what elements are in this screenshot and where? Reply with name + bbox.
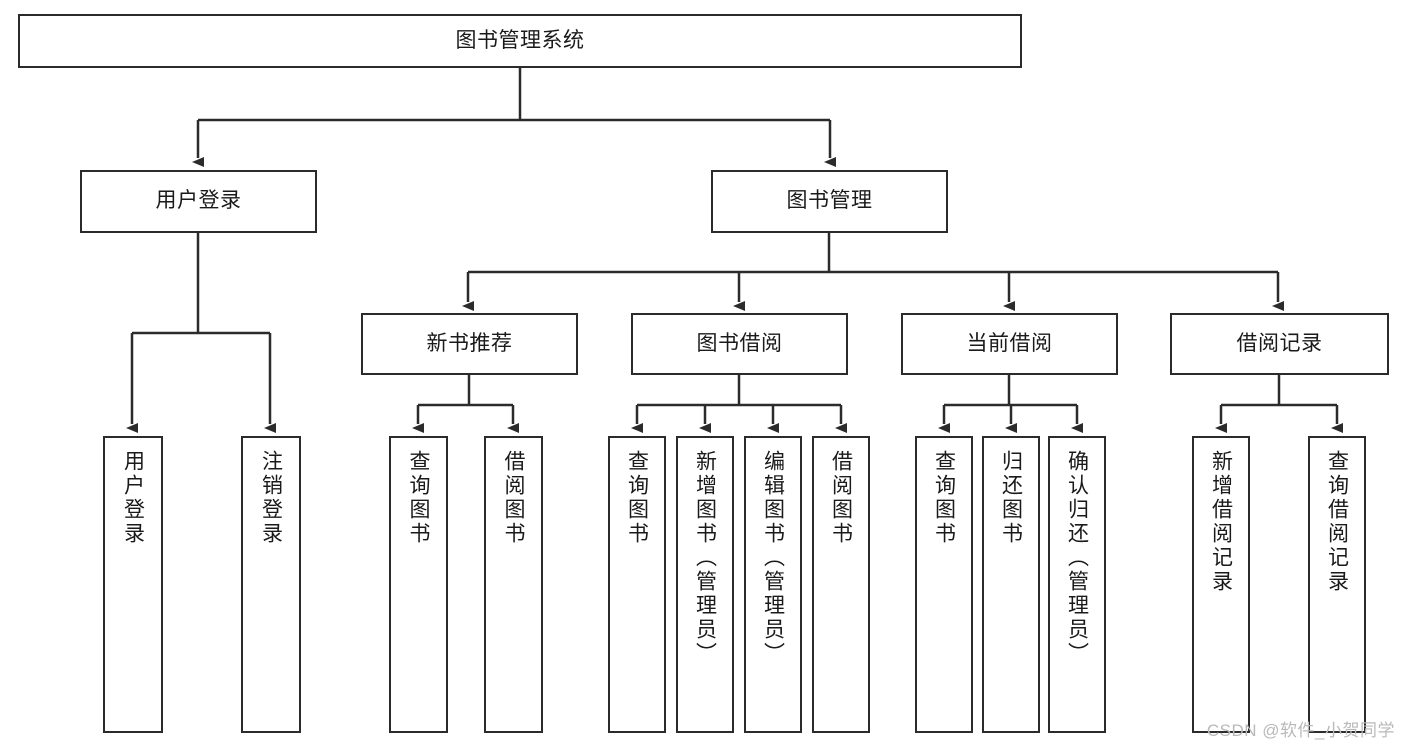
node-leaf-borrow-book-1-label: 借阅图书 xyxy=(502,450,525,546)
node-current-borrow[interactable]: 当前借阅 xyxy=(901,313,1118,375)
node-leaf-query-book-2-label: 查询图书 xyxy=(625,450,649,546)
node-leaf-return-book-label: 归还图书 xyxy=(999,450,1023,546)
node-leaf-edit-book[interactable]: 编辑图书（管理员） xyxy=(744,436,802,733)
node-leaf-logout-login-label: 注销登录 xyxy=(259,450,283,546)
node-leaf-borrow-book-1[interactable]: 借阅图书 xyxy=(484,436,543,733)
node-leaf-logout-login[interactable]: 注销登录 xyxy=(241,436,301,733)
node-leaf-user-login-label: 用户登录 xyxy=(121,450,145,546)
node-user-login[interactable]: 用户登录 xyxy=(80,170,317,233)
node-leaf-add-record[interactable]: 新增借阅记录 xyxy=(1192,436,1250,733)
node-current-borrow-label: 当前借阅 xyxy=(966,331,1053,355)
node-leaf-add-record-label: 新增借阅记录 xyxy=(1209,450,1233,594)
node-root[interactable]: 图书管理系统 xyxy=(18,14,1022,68)
node-leaf-borrow-book-2-label: 借阅图书 xyxy=(829,450,853,546)
node-leaf-query-book-3[interactable]: 查询图书 xyxy=(915,436,973,733)
node-leaf-add-book-label: 新增图书（管理员） xyxy=(693,450,717,666)
node-leaf-query-book-1-label: 查询图书 xyxy=(407,450,430,546)
node-leaf-query-book-2[interactable]: 查询图书 xyxy=(608,436,666,733)
node-leaf-borrow-book-2[interactable]: 借阅图书 xyxy=(812,436,870,733)
node-leaf-confirm-return-label: 确认归还（管理员） xyxy=(1065,450,1089,666)
node-book-borrow-label: 图书借阅 xyxy=(696,331,783,355)
node-leaf-query-record-label: 查询借阅记录 xyxy=(1325,450,1349,594)
node-new-book-rec-label: 新书推荐 xyxy=(426,331,513,355)
node-leaf-query-book-1[interactable]: 查询图书 xyxy=(389,436,448,733)
node-book-manage-label: 图书管理 xyxy=(786,189,873,213)
node-leaf-user-login[interactable]: 用户登录 xyxy=(103,436,163,733)
node-user-login-label: 用户登录 xyxy=(155,189,242,213)
node-book-manage[interactable]: 图书管理 xyxy=(711,170,948,233)
node-new-book-rec[interactable]: 新书推荐 xyxy=(361,313,578,375)
node-book-borrow[interactable]: 图书借阅 xyxy=(631,313,848,375)
node-leaf-confirm-return[interactable]: 确认归还（管理员） xyxy=(1048,436,1106,733)
node-borrow-record[interactable]: 借阅记录 xyxy=(1170,313,1389,375)
node-root-label: 图书管理系统 xyxy=(455,28,585,52)
node-leaf-edit-book-label: 编辑图书（管理员） xyxy=(761,450,785,666)
node-leaf-query-book-3-label: 查询图书 xyxy=(932,450,956,546)
node-leaf-query-record[interactable]: 查询借阅记录 xyxy=(1308,436,1366,733)
node-leaf-return-book[interactable]: 归还图书 xyxy=(982,436,1040,733)
node-leaf-add-book[interactable]: 新增图书（管理员） xyxy=(676,436,734,733)
node-borrow-record-label: 借阅记录 xyxy=(1236,331,1323,355)
